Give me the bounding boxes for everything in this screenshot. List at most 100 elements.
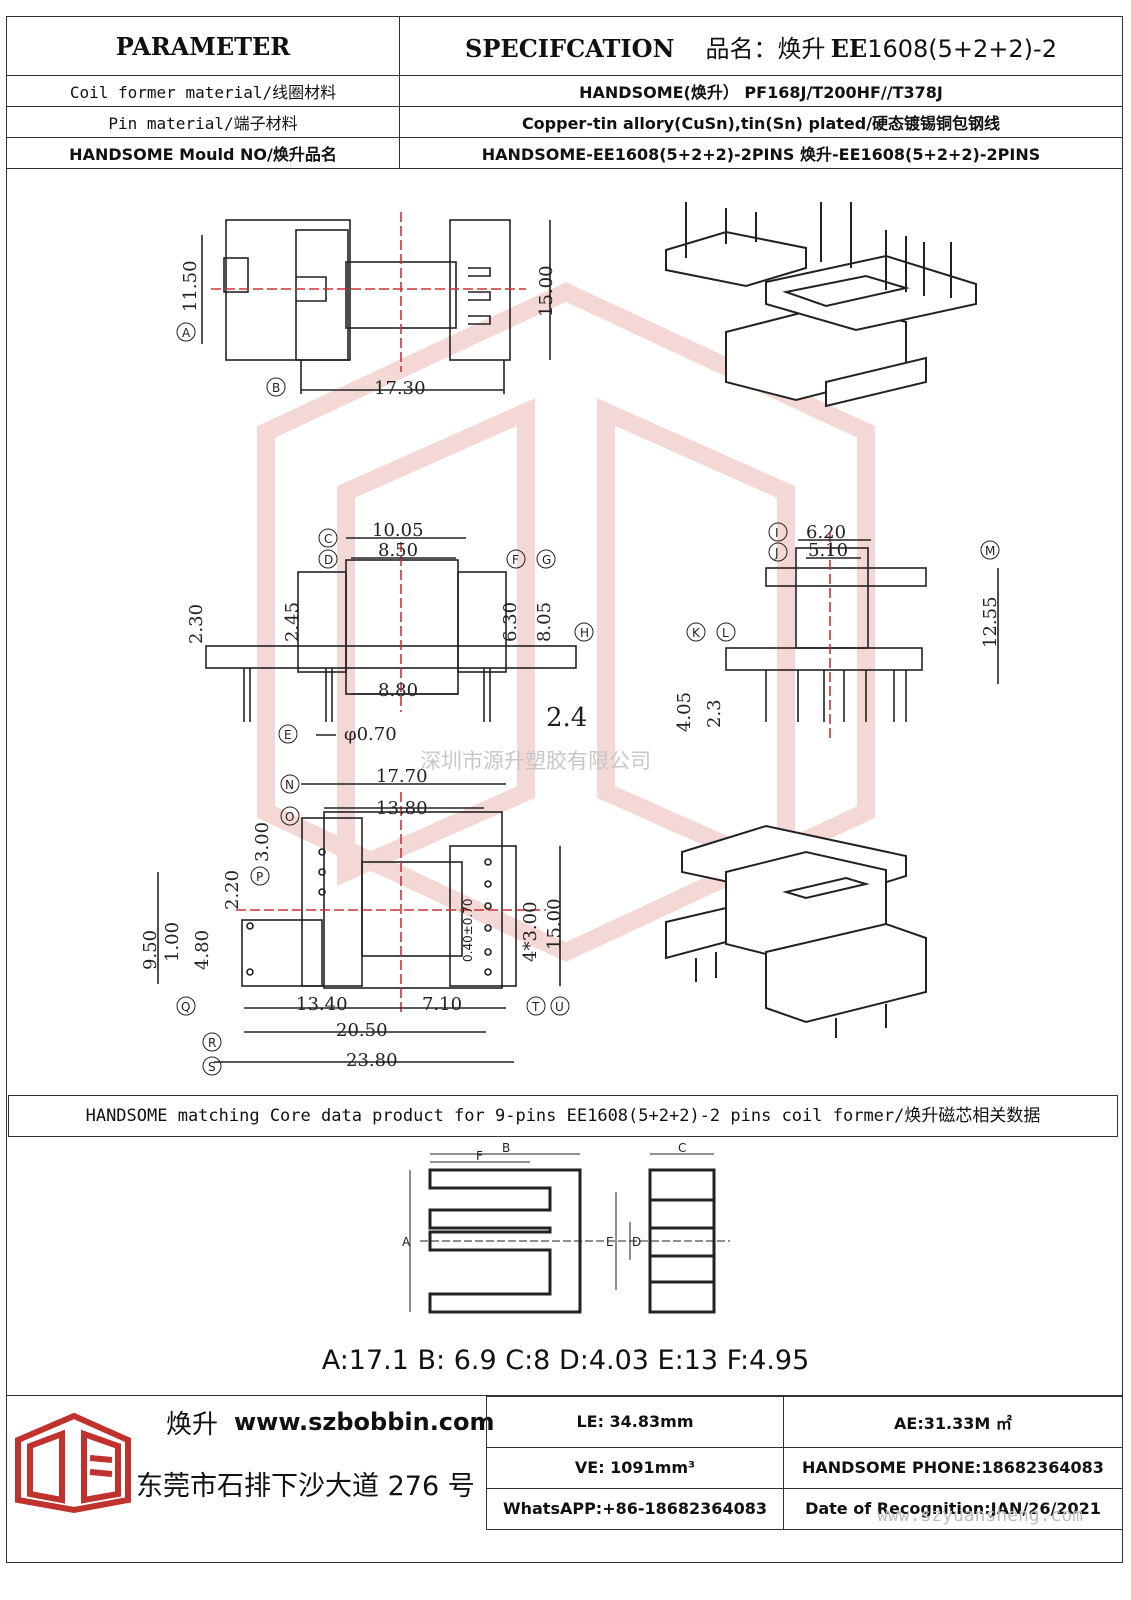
marker-a: A xyxy=(176,322,196,342)
dim-front-6: 8.05 xyxy=(534,602,555,642)
marker-k: K xyxy=(686,622,706,642)
parameter-header-cell: PARAMETER xyxy=(6,16,400,76)
marker-h: H xyxy=(574,622,594,642)
dim-front-9: 2.4 xyxy=(546,703,587,733)
dim-bottom-7: 4.80 xyxy=(192,930,213,970)
svg-text:A: A xyxy=(182,326,191,340)
svg-text:O: O xyxy=(285,810,294,824)
ve-cell: VE: 1091mm³ xyxy=(486,1446,784,1489)
dim-bottom-5: 9.50 xyxy=(140,930,161,970)
svg-text:H: H xyxy=(580,626,589,640)
svg-text:L: L xyxy=(722,626,729,640)
core-label-e: E xyxy=(606,1235,614,1249)
watermark-company: 深圳市源升塑胶有限公司 xyxy=(420,749,651,773)
brand-name: 焕升 xyxy=(166,1410,219,1440)
marker-o: O xyxy=(280,806,300,826)
core-label-c: C xyxy=(678,1141,686,1155)
iso-view-top xyxy=(665,202,977,408)
pin-material-label: Pin material/端子材料 xyxy=(6,106,400,138)
top-view xyxy=(201,212,551,394)
svg-text:S: S xyxy=(208,1060,216,1074)
svg-text:C: C xyxy=(324,532,332,546)
front-view xyxy=(205,537,577,736)
mould-no-value: HANDSOME-EE1608(5+2+2)-2PINS 焕升-EE1608(5… xyxy=(399,137,1123,169)
dim-bottom-1: 17.70 xyxy=(376,766,428,787)
ae-cell: AE:31.33M ㎡ xyxy=(782,1396,1124,1448)
dim-front-7: 8.80 xyxy=(378,680,418,701)
dim-bottom-3: 3.00 xyxy=(252,822,273,862)
dim-side-5: 2.3 xyxy=(704,699,725,728)
parameter-label: PARAMETER xyxy=(115,31,291,61)
marker-u: U xyxy=(550,996,570,1016)
footer: 焕升 www.szbobbin.com 东莞市石排下沙大道 276 号 LE: … xyxy=(6,1395,1124,1531)
dim-bottom-6: 1.00 xyxy=(162,922,183,962)
matching-core-title: HANDSOME matching Core data product for … xyxy=(8,1095,1118,1137)
marker-r: R xyxy=(202,1032,222,1052)
svg-text:I: I xyxy=(775,526,779,540)
dim-front-3: 2.30 xyxy=(186,604,207,644)
product-name-label: 品名：焕升 xyxy=(705,34,826,63)
core-label-f: F xyxy=(476,1149,483,1163)
bottom-view xyxy=(157,783,561,1063)
marker-l: L xyxy=(716,622,736,642)
svg-text:N: N xyxy=(285,778,294,792)
marker-t: T xyxy=(526,996,546,1016)
dim-top-3: 17.30 xyxy=(374,378,426,399)
svg-text:B: B xyxy=(272,381,280,395)
dim-front-4: 2.45 xyxy=(282,602,303,642)
specification-header-cell: SPECIFCATION 品名：焕升 EE1608(5+2+2)-2 xyxy=(399,16,1123,76)
dim-bottom-8: 13.40 xyxy=(296,994,348,1015)
svg-text:U: U xyxy=(555,1000,564,1014)
dim-side-2: 5.10 xyxy=(808,540,848,561)
core-data-values: A:17.1 B: 6.9 C:8 D:4.03 E:13 F:4.95 xyxy=(321,1345,810,1376)
marker-d: D xyxy=(318,549,338,569)
iso-view-bottom xyxy=(665,824,927,1038)
company-address: 东莞市石排下沙大道 276 号 xyxy=(136,1471,475,1502)
dim-front-5: 6.30 xyxy=(500,602,521,642)
dim-front-8: φ0.70 xyxy=(344,724,397,745)
core-label-d: D xyxy=(632,1235,641,1249)
marker-i: I xyxy=(768,522,788,542)
whatsapp-cell: WhatsAPP:+86-18682364083 xyxy=(486,1487,784,1531)
technical-drawing: 11.50 15.00 17.30 A B 10.05 8.50 2.30 2.… xyxy=(140,202,1001,1076)
product-name-bold: EE xyxy=(830,33,868,63)
marker-s: S xyxy=(202,1056,222,1076)
le-cell: LE: 34.83mm xyxy=(486,1396,784,1448)
marker-j: J xyxy=(768,542,788,562)
pin-material-value: Copper-tin allory(CuSn),tin(Sn) plated/硬… xyxy=(399,106,1123,138)
svg-text:D: D xyxy=(324,553,333,567)
core-diagram: A B C D E F xyxy=(402,1141,730,1314)
core-label-b: B xyxy=(502,1141,510,1155)
date-cell: Date of Recognition:JAN/26/2021 xyxy=(782,1487,1124,1531)
dim-side-4: 4.05 xyxy=(674,692,695,732)
dim-bottom-11: 23.80 xyxy=(346,1050,398,1071)
dim-front-1: 10.05 xyxy=(372,520,424,541)
handsome-logo xyxy=(15,1412,131,1514)
mould-no-label: HANDSOME Mould NO/焕升品名 xyxy=(6,137,400,169)
marker-b: B xyxy=(266,377,286,397)
svg-text:R: R xyxy=(208,1036,216,1050)
marker-f: F xyxy=(506,549,526,569)
dim-bottom-12: 4*3.00 xyxy=(520,901,541,962)
dim-bottom-4: 2.20 xyxy=(222,870,243,910)
page-frame xyxy=(6,16,1123,1563)
svg-text:F: F xyxy=(512,553,519,567)
marker-q: Q xyxy=(176,996,196,1016)
svg-text:M: M xyxy=(985,544,995,558)
dim-side-1: 6.20 xyxy=(806,522,846,543)
dim-side-3: 12.55 xyxy=(980,596,1001,648)
watermark-url: www.szyuansheng.com xyxy=(877,1505,1083,1526)
dim-bottom-13: 15.00 xyxy=(544,898,565,950)
marker-c: C xyxy=(318,528,338,548)
core-parameters-table: LE: 34.83mm AE:31.33M ㎡ VE: 1091mm³ HAND… xyxy=(486,1396,1124,1531)
dim-bottom-2: 13.80 xyxy=(376,798,428,819)
dim-top-1: 11.50 xyxy=(180,260,201,312)
svg-text:E: E xyxy=(284,728,292,742)
dim-front-2: 8.50 xyxy=(378,540,418,561)
specification-label: SPECIFCATION xyxy=(465,33,675,63)
svg-text:P: P xyxy=(256,870,263,884)
marker-g: G xyxy=(536,549,556,569)
dim-top-2: 15.00 xyxy=(536,265,557,317)
brand-url[interactable]: www.szbobbin.com xyxy=(234,1408,495,1436)
product-name-rest: 1608(5+2+2)-2 xyxy=(867,34,1057,63)
